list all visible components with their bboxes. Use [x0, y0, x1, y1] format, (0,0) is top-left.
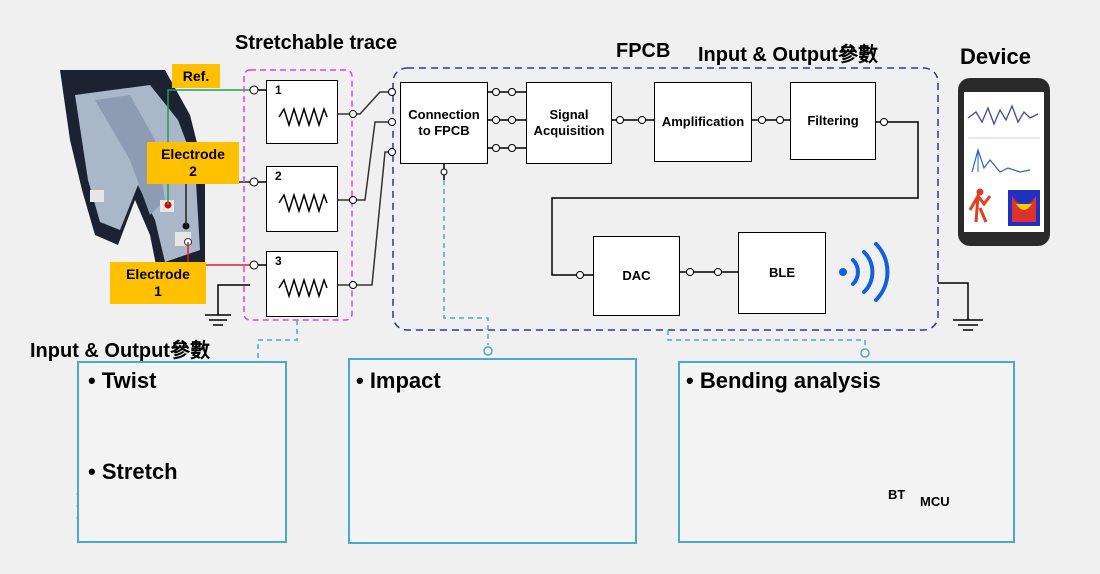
twist-label: • Twist	[88, 368, 157, 393]
impact-panel	[348, 358, 637, 544]
stretchable-trace-heading: Stretchable trace	[235, 32, 398, 54]
wireless-signal-icon	[839, 242, 890, 302]
electrode-2-tag: Electrode 2	[147, 142, 239, 184]
bending-analysis-label: • Bending analysis	[686, 368, 881, 393]
trace-number: 1	[275, 83, 282, 97]
fpcb-io-heading: Input & Output參數	[698, 44, 878, 66]
signal-label: Signal	[549, 107, 589, 122]
signal-label-2: Acquisition	[533, 123, 605, 138]
left-io-heading: Input & Output參數	[30, 340, 210, 362]
filtering-block: Filtering	[790, 82, 876, 160]
resistor-icon	[278, 106, 328, 128]
bt-label: BT	[888, 487, 906, 502]
trace-number: 3	[275, 254, 282, 268]
connection-label: Connection	[408, 107, 480, 122]
trace-block-1: 1	[266, 80, 338, 144]
trace-number: 2	[275, 169, 282, 183]
connection-label-2: to FPCB	[418, 123, 470, 138]
ble-block: BLE	[738, 232, 826, 314]
amplification-block: Amplification	[654, 82, 752, 162]
bending-analysis-panel	[678, 361, 1015, 543]
electrode-1-number: 1	[154, 283, 162, 299]
dac-block: DAC	[593, 236, 680, 316]
resistor-icon	[278, 192, 328, 214]
stretch-label: • Stretch	[88, 459, 178, 484]
trace-block-3: 3	[266, 251, 338, 317]
stretchable-trace-box	[243, 69, 353, 321]
electrode-1-label: Electrode	[126, 266, 190, 282]
fpcb-box	[392, 67, 939, 331]
fpcb-heading: FPCB	[616, 40, 671, 62]
twist-stretch-panel	[77, 361, 287, 543]
electrode-2-label: Electrode	[161, 146, 225, 162]
electrode-2-number: 2	[189, 163, 197, 179]
impact-label: • Impact	[356, 368, 441, 393]
phone-device-image	[958, 78, 1050, 246]
device-heading: Device	[960, 44, 1031, 69]
signal-acquisition-block: Signal Acquisition	[526, 82, 612, 164]
ref-tag: Ref.	[172, 64, 220, 88]
trace-block-2: 2	[266, 166, 338, 232]
connection-to-fpcb-block: Connection to FPCB	[400, 82, 488, 164]
mcu-label: MCU	[920, 494, 950, 509]
resistor-icon	[278, 277, 328, 299]
electrode-1-tag: Electrode 1	[110, 262, 206, 304]
